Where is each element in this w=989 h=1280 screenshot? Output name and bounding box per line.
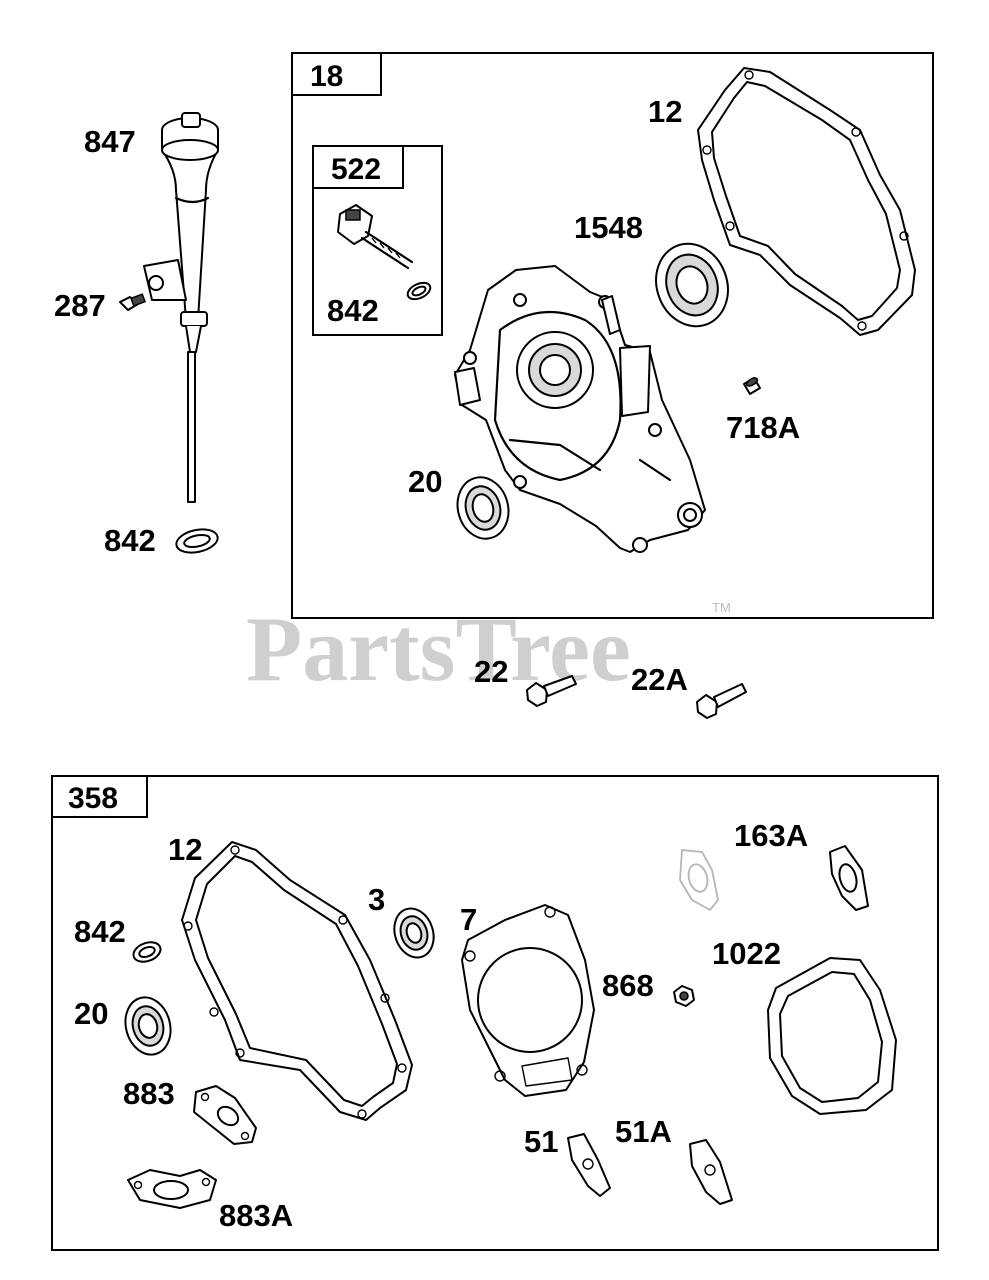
callout-12-bottom: 12 bbox=[168, 832, 202, 867]
group-358-label: 358 bbox=[68, 782, 118, 815]
callout-7: 7 bbox=[460, 902, 477, 937]
group-522-box: 522 bbox=[312, 145, 443, 336]
bearing-1548[interactable] bbox=[645, 234, 740, 337]
callout-51: 51 bbox=[524, 1124, 558, 1159]
callout-1022: 1022 bbox=[712, 936, 781, 971]
group-18-box: 18 bbox=[291, 52, 934, 619]
callout-22: 22 bbox=[474, 654, 508, 689]
watermark-trademark: TM bbox=[712, 600, 731, 615]
bolt-22[interactable] bbox=[526, 675, 577, 707]
valve-cover-gasket-1022[interactable] bbox=[767, 957, 897, 1115]
screw-287[interactable] bbox=[119, 293, 146, 311]
gasket-883[interactable] bbox=[193, 1085, 257, 1145]
gasket-12-top[interactable] bbox=[697, 67, 916, 336]
group-522-label: 522 bbox=[331, 153, 381, 186]
o-ring-842-dipstick[interactable] bbox=[174, 526, 220, 556]
callout-22A: 22A bbox=[631, 662, 688, 697]
callout-842-dipstick: 842 bbox=[104, 523, 156, 558]
gasket-51[interactable] bbox=[567, 1133, 611, 1197]
callout-842-kit: 842 bbox=[327, 293, 379, 328]
callout-51A: 51A bbox=[615, 1114, 672, 1149]
oil-sensor-522[interactable] bbox=[337, 204, 414, 270]
group-358-box: 358 bbox=[51, 775, 939, 1251]
ghost-gasket bbox=[679, 849, 719, 912]
o-ring-842-bottom[interactable] bbox=[131, 939, 163, 965]
callout-3: 3 bbox=[368, 882, 385, 917]
dowel-718A[interactable] bbox=[743, 376, 761, 395]
group-18-label: 18 bbox=[310, 60, 343, 93]
callout-883A: 883A bbox=[219, 1198, 293, 1233]
dipstick-tube[interactable] bbox=[143, 112, 219, 503]
callout-718A: 718A bbox=[726, 410, 800, 445]
callout-20-top: 20 bbox=[408, 464, 442, 499]
gasket-163A[interactable] bbox=[829, 845, 869, 911]
head-gasket-7[interactable] bbox=[461, 904, 595, 1097]
seal-20-top[interactable] bbox=[451, 472, 515, 545]
seal-20-bottom[interactable] bbox=[119, 992, 177, 1059]
callout-1548: 1548 bbox=[574, 210, 643, 245]
callout-287: 287 bbox=[54, 288, 106, 323]
o-ring-842-kit[interactable] bbox=[405, 280, 433, 303]
bolt-22A[interactable] bbox=[696, 683, 747, 719]
callout-847: 847 bbox=[84, 124, 136, 159]
crankcase-sump[interactable] bbox=[454, 265, 706, 553]
gasket-883A[interactable] bbox=[127, 1169, 217, 1209]
callout-883: 883 bbox=[123, 1076, 175, 1111]
callout-868: 868 bbox=[602, 968, 654, 1003]
gasket-12-bottom[interactable] bbox=[181, 841, 413, 1121]
valve-seal-868[interactable] bbox=[673, 985, 695, 1007]
callout-12-top: 12 bbox=[648, 94, 682, 129]
gasket-51A[interactable] bbox=[689, 1139, 733, 1205]
callout-842-bottom: 842 bbox=[74, 914, 126, 949]
seal-3[interactable] bbox=[388, 903, 440, 962]
callout-20-bottom: 20 bbox=[74, 996, 108, 1031]
callout-163A: 163A bbox=[734, 818, 808, 853]
